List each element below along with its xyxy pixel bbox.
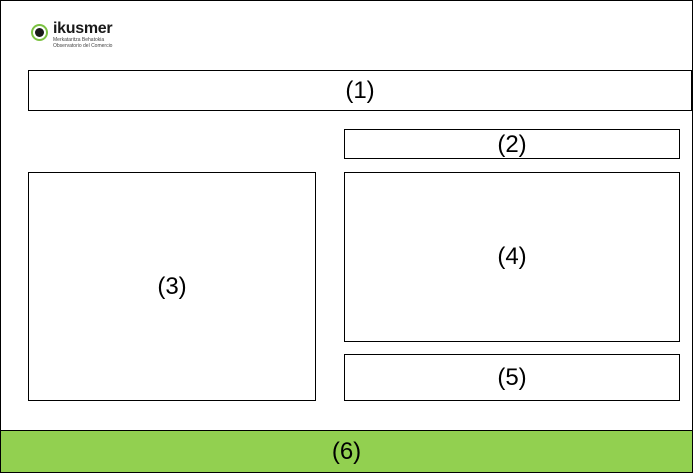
logo-icon <box>31 24 48 41</box>
region-6-footer: (6) <box>0 430 693 473</box>
ikusmer-logo: ikusmer Merkataritza Behatokia Observato… <box>31 20 113 50</box>
region-2-box: (2) <box>344 129 680 159</box>
logo-text: ikusmer Merkataritza Behatokia Observato… <box>53 20 113 50</box>
region-3-box: (3) <box>28 172 316 401</box>
logo-name: ikusmer <box>53 20 113 37</box>
region-5-box: (5) <box>344 354 680 401</box>
region-1-header-banner: (1) <box>28 70 692 111</box>
region-4-box: (4) <box>344 172 680 342</box>
logo-subtitle-1: Merkataritza Behatokia <box>53 37 105 43</box>
logo-subtitle-2: Observatorio del Comercio <box>53 43 113 49</box>
